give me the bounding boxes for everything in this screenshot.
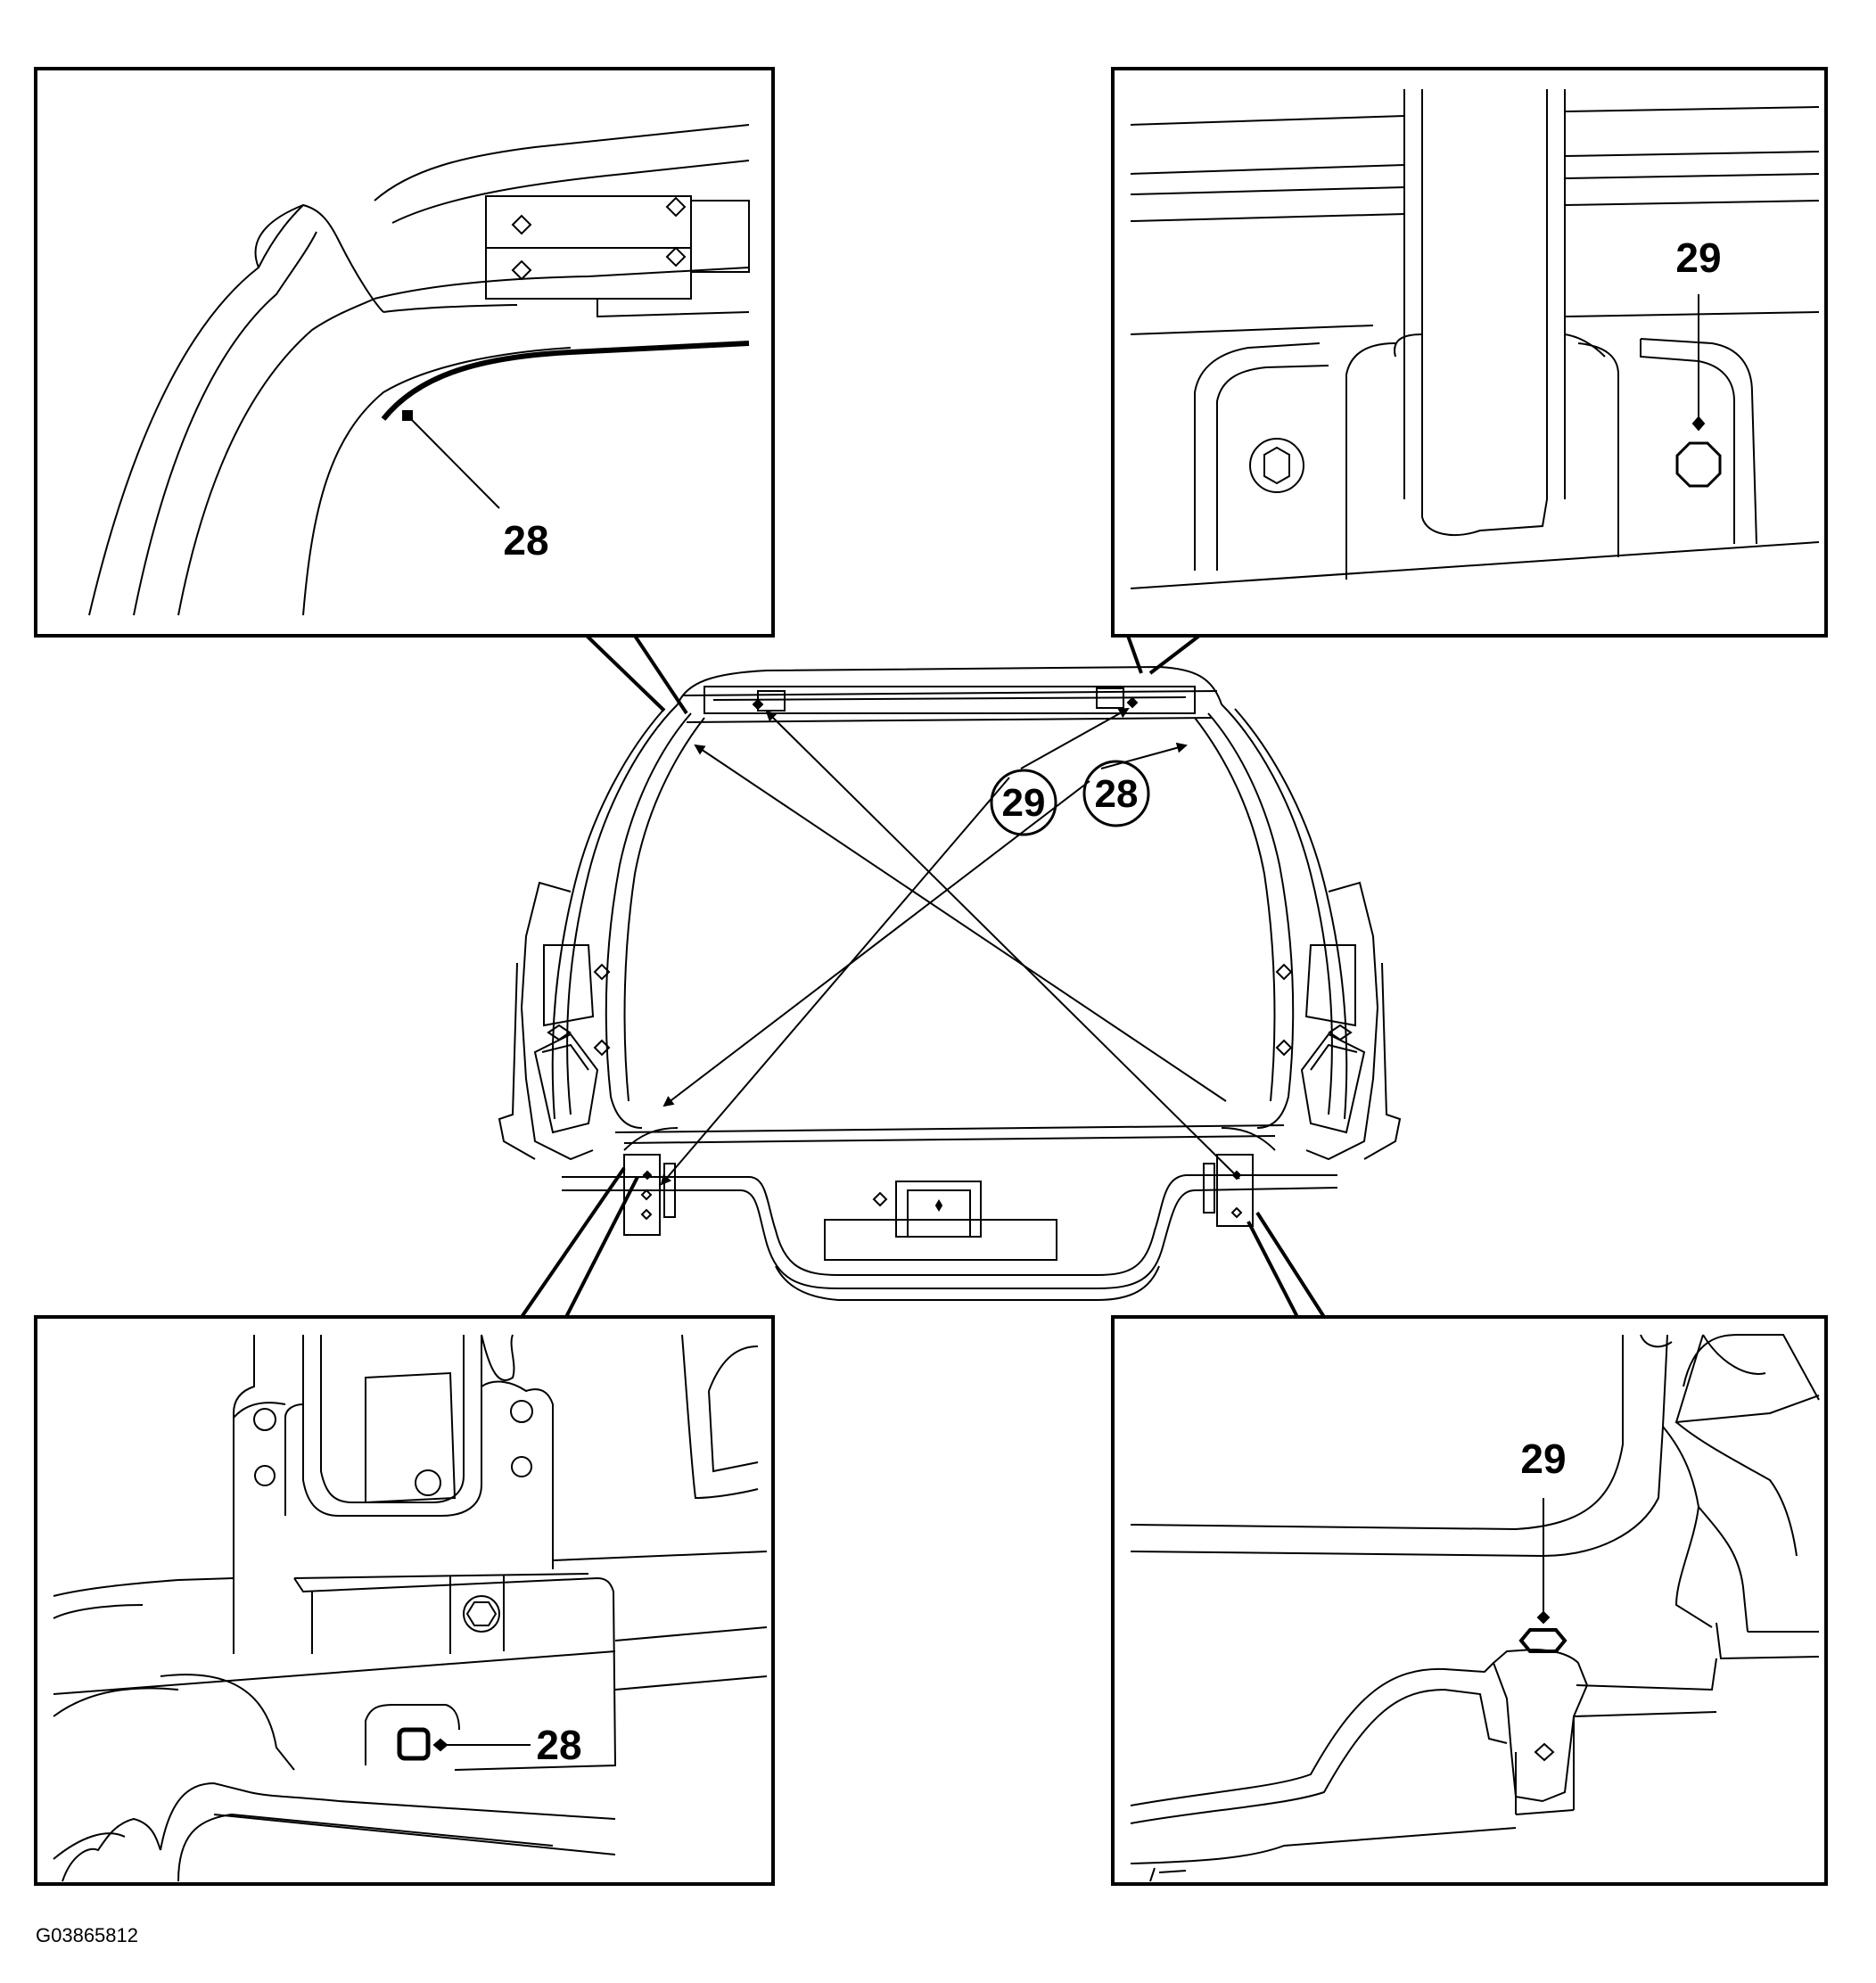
callout-28-center: 28 — [1095, 772, 1139, 816]
callout-29-bottom-right: 29 — [1520, 1436, 1566, 1482]
vehicle-rear-view — [498, 634, 1402, 1319]
detail-frame-bottom-right — [1111, 1315, 1828, 1886]
detail-frame-bottom-left — [34, 1315, 775, 1886]
detail-bottom-left: 28 — [34, 1315, 775, 1886]
detail-frame-top-left — [34, 67, 775, 638]
callout-29-center: 29 — [1002, 781, 1046, 825]
detail-top-right: 29 — [1111, 67, 1828, 638]
detail-top-left: 28 — [34, 67, 775, 638]
detail-bottom-right: 29 — [1111, 1315, 1828, 1886]
callout-29-top-right: 29 — [1675, 235, 1721, 281]
detail-frame-top-right — [1111, 67, 1828, 638]
figure-id: G03865812 — [36, 1924, 138, 1946]
callout-28-top-left: 28 — [503, 517, 548, 564]
callout-28-bottom-left: 28 — [536, 1722, 581, 1768]
